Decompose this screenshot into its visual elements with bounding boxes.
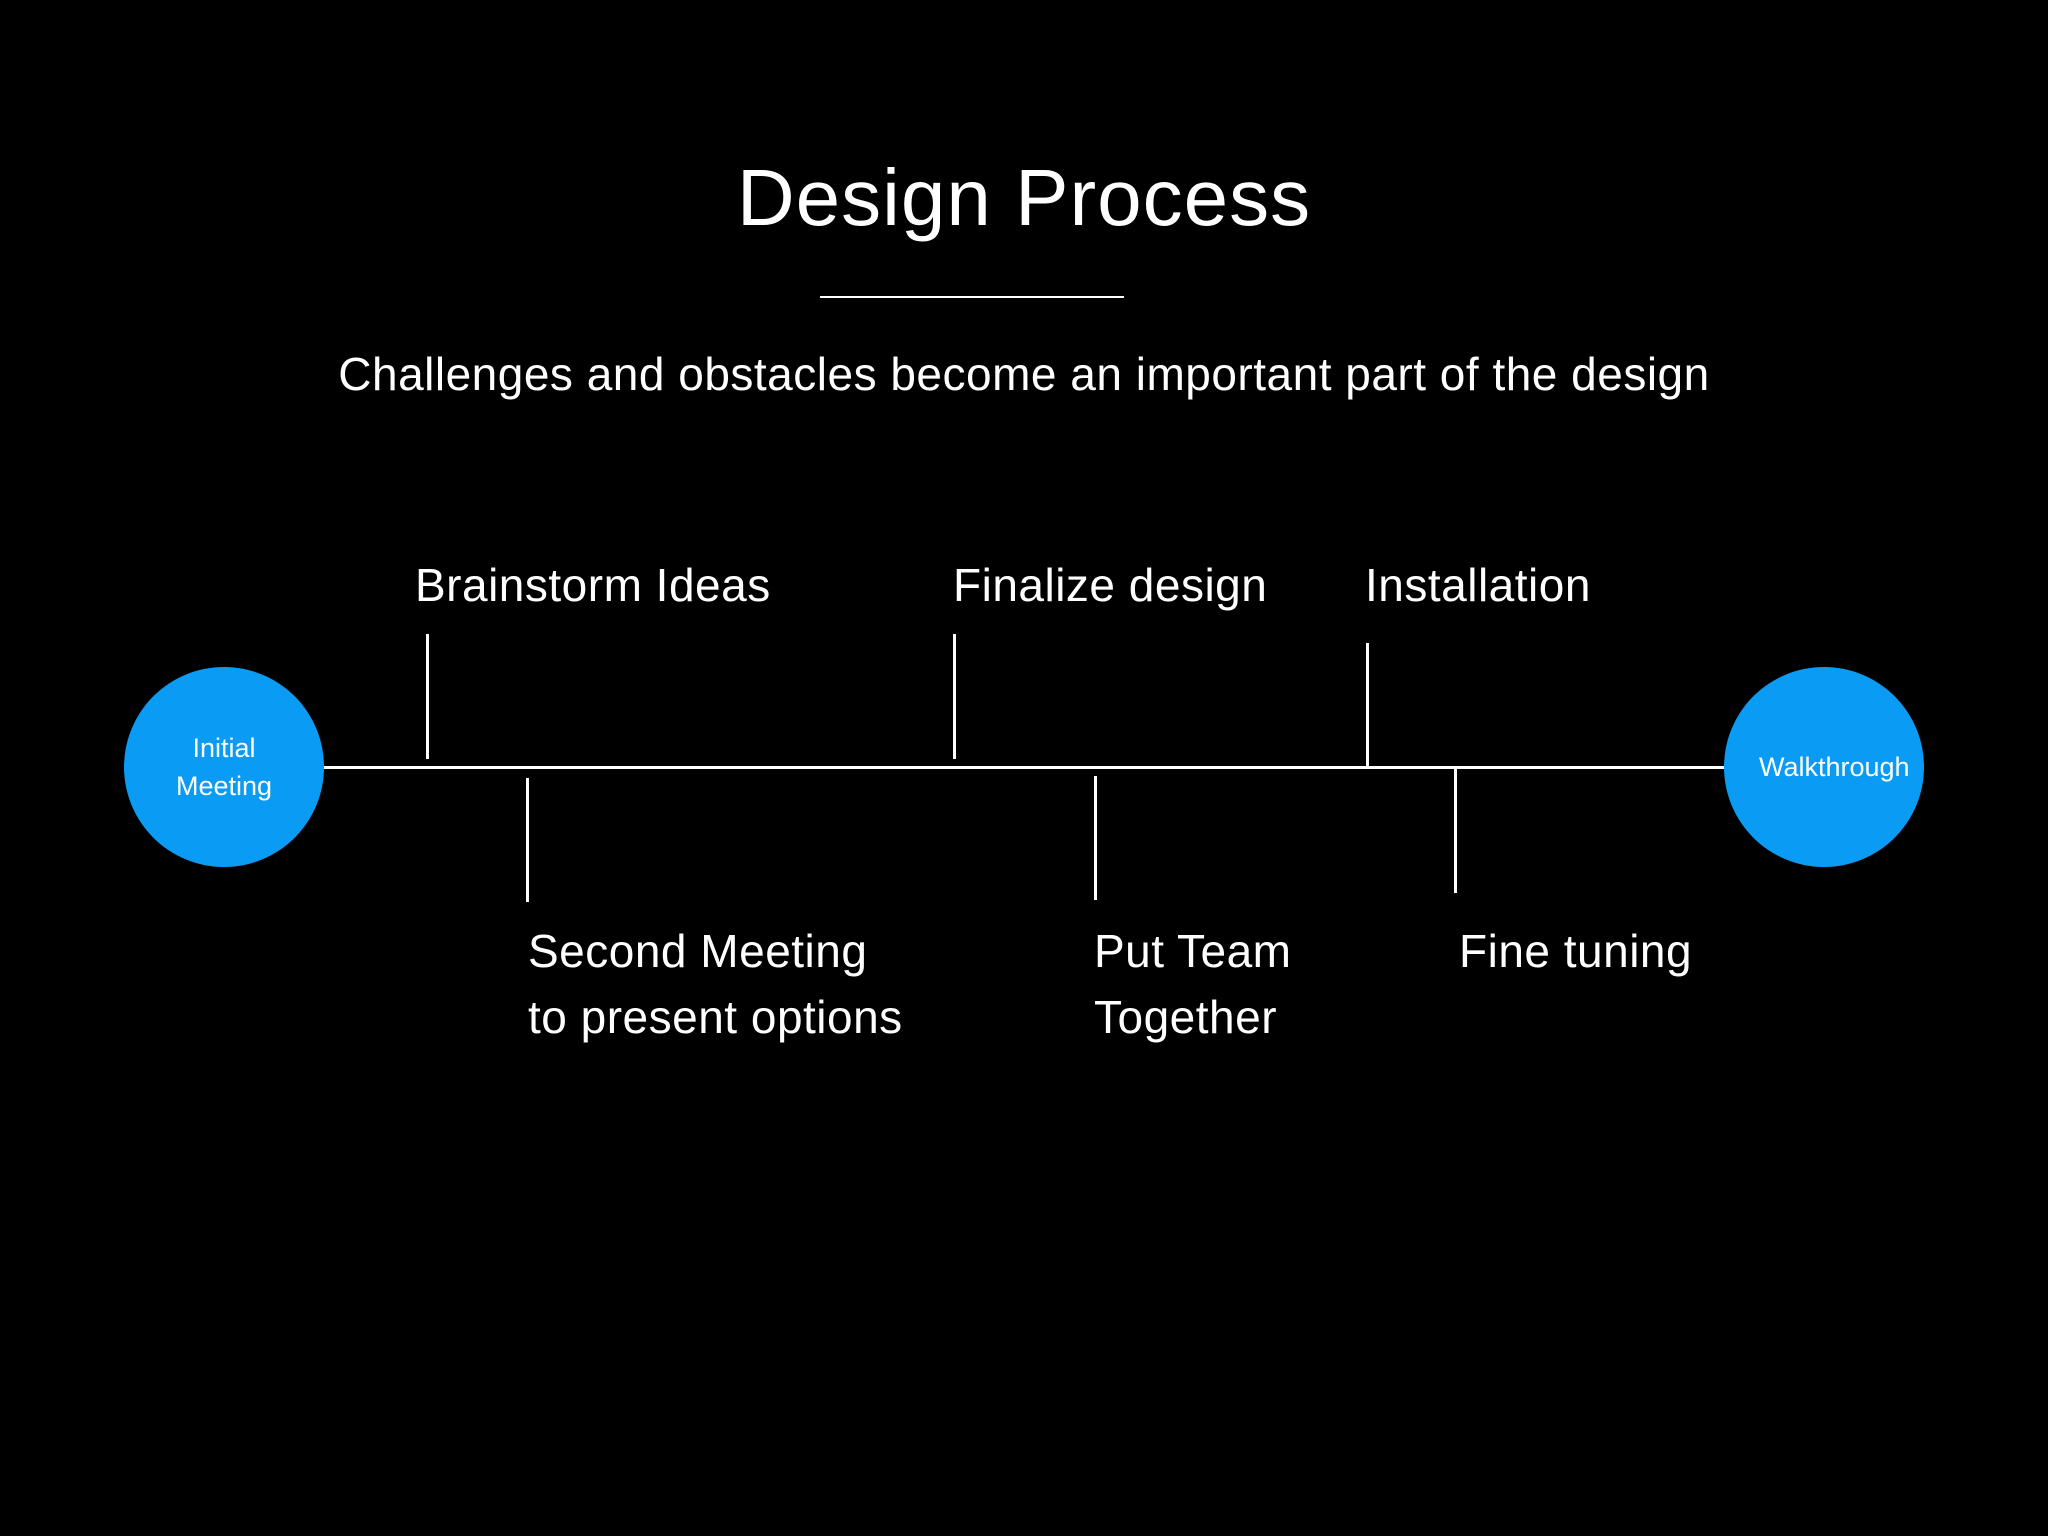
start-node: Initial Meeting [124, 667, 324, 867]
stage-label-fine-tuning: Fine tuning [1459, 918, 1692, 984]
tick-put-team-together [1094, 776, 1097, 900]
tick-installation [1366, 643, 1369, 767]
slide-subtitle: Challenges and obstacles become an impor… [338, 348, 1710, 400]
title-divider [820, 296, 1124, 298]
stage-label-second-meeting-line1: Second Meeting [528, 925, 868, 977]
end-node-label: Walkthrough [1759, 752, 1910, 782]
stage-label-second-meeting: Second Meeting to present options [528, 918, 903, 1050]
stage-label-put-team-together-line1: Put Team [1094, 925, 1292, 977]
stage-label-second-meeting-line2: to present options [528, 991, 903, 1043]
stage-label-put-team-together: Put Team Together [1094, 918, 1291, 1050]
tick-brainstorm-ideas [426, 634, 429, 759]
tick-fine-tuning [1454, 768, 1457, 893]
tick-finalize-design [953, 634, 956, 759]
start-node-label: Initial Meeting [175, 733, 273, 801]
timeline-line [320, 766, 1730, 769]
stage-label-finalize-design: Finalize design [953, 559, 1268, 611]
stage-label-installation: Installation [1365, 559, 1591, 611]
slide-title: Design Process [736, 153, 1312, 242]
tick-second-meeting [526, 778, 529, 902]
stage-label-brainstorm-ideas: Brainstorm Ideas [415, 559, 771, 611]
stage-label-fine-tuning-line1: Fine tuning [1459, 925, 1693, 977]
end-node: Walkthrough [1724, 667, 1924, 867]
stage-label-put-team-together-line2: Together [1094, 991, 1278, 1043]
